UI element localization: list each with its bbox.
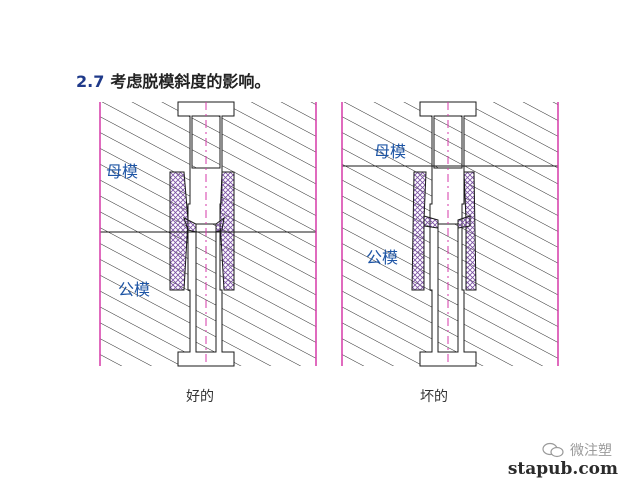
good-mold-cross-section (99, 101, 317, 367)
core-label: 公模 (118, 280, 151, 299)
bad-mold-cross-section (341, 101, 559, 367)
cavity-label: 母模 (106, 162, 139, 181)
good-caption: 好的 (186, 389, 214, 405)
section-heading: 2.7 考虑脱模斜度的影响。 (76, 68, 270, 92)
cavity-label: 母模 (374, 142, 407, 161)
good-design-diagram: 母模 公模 (98, 100, 318, 368)
core-label: 公模 (366, 248, 399, 267)
watermark: 微注塑 (542, 440, 612, 460)
bad-caption: 坏的 (420, 389, 448, 405)
watermark-text: 微注塑 (570, 443, 612, 459)
wechat-icon (542, 442, 564, 458)
section-number: 2.7 (76, 72, 105, 91)
bad-design-diagram: 母模 公模 (340, 100, 560, 368)
section-title: 考虑脱模斜度的影响。 (110, 72, 271, 91)
site-url: stapub.com (507, 459, 618, 479)
